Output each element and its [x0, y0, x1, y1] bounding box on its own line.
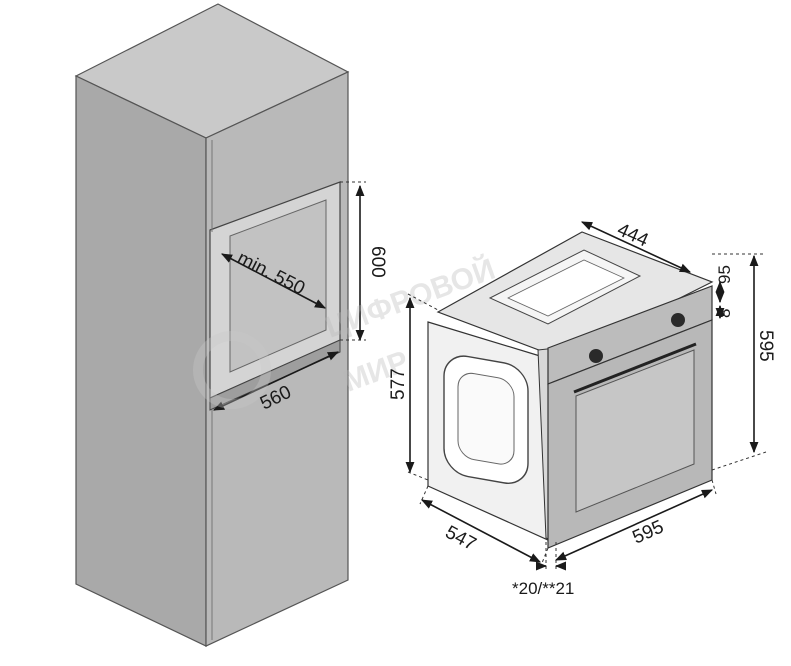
dimension-total-height: 595	[711, 253, 776, 471]
label-niche-height: 600	[367, 246, 388, 278]
oven-knob-left	[589, 349, 603, 363]
label-control-panel-height: 95	[715, 265, 734, 284]
label-total-height: 595	[755, 330, 776, 362]
watermark-gear-icon	[193, 331, 271, 409]
dimension-body-height: 577	[388, 293, 439, 481]
kitchen-cabinet	[74, 3, 350, 647]
oven-door-glass	[575, 349, 695, 513]
dimension-control-panel-height: 95	[715, 265, 734, 304]
label-gap: 8	[715, 309, 734, 318]
dimension-gap: 8	[715, 304, 734, 320]
label-front-thickness: *20/**21	[512, 579, 574, 598]
oven-knob-right	[671, 313, 685, 327]
label-body-height: 577	[388, 368, 409, 400]
label-front-width: 595	[629, 516, 667, 548]
cabinet-left-face	[75, 75, 207, 647]
oven-door-handle	[573, 342, 697, 394]
dimension-front-thickness: *20/**21	[512, 542, 574, 598]
dimension-niche-height: 600	[340, 181, 388, 342]
